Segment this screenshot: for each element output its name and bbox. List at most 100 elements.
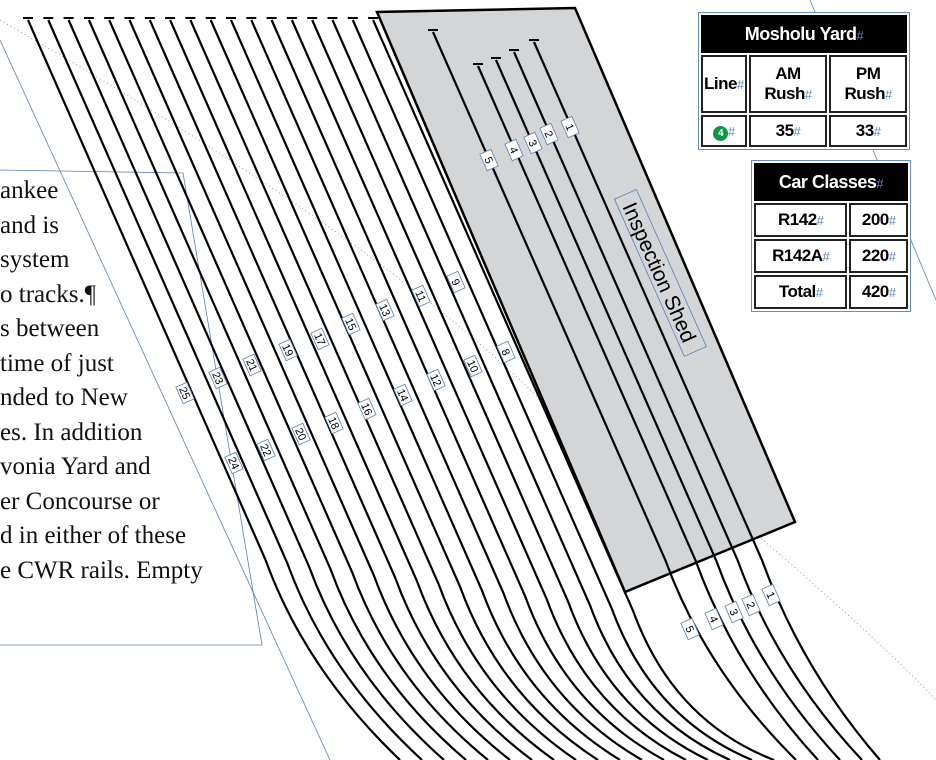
svg-text:1: 1 — [763, 590, 776, 600]
svg-text:8: 8 — [498, 347, 511, 357]
track-label-bottom: 1 — [761, 583, 781, 607]
track-line — [431, 31, 797, 760]
line-4-badge: 4 — [712, 126, 728, 141]
svg-text:13: 13 — [376, 302, 392, 318]
track-line — [229, 19, 621, 760]
track-label: 4 — [504, 138, 524, 162]
svg-text:14: 14 — [394, 387, 410, 403]
track-label: 13 — [375, 298, 395, 322]
track-label: 22 — [256, 438, 276, 462]
svg-text:4: 4 — [506, 145, 519, 155]
track-label: 12 — [426, 368, 446, 392]
track-line — [250, 19, 643, 760]
svg-text:24: 24 — [225, 455, 241, 471]
track-label: 9 — [446, 270, 466, 294]
track-line — [270, 19, 665, 760]
track-line — [532, 41, 881, 760]
cell-pm: 33# — [829, 115, 907, 147]
track-line — [311, 19, 709, 760]
text-line: vonia Yard and — [0, 453, 151, 480]
track-label-bottom: 2 — [741, 593, 761, 617]
body-text: ankee and is system o tracks.¶ s between time… — [0, 174, 203, 588]
track-label: 10 — [463, 354, 483, 378]
track-line — [290, 19, 687, 760]
header-pm-rush: PM Rush# — [829, 55, 907, 113]
text-line: o tracks.¶ — [0, 280, 97, 308]
track-label: 8 — [496, 340, 516, 364]
track-label-bottom: 5 — [680, 617, 700, 641]
text-line: nded to New — [0, 384, 128, 411]
svg-text:4: 4 — [706, 614, 719, 624]
track-label: 24 — [224, 451, 244, 475]
track-label: 25 — [175, 381, 195, 405]
svg-text:20: 20 — [292, 426, 308, 442]
track-line — [148, 19, 533, 760]
cell-am: 35# — [748, 115, 828, 147]
svg-text:5: 5 — [682, 624, 695, 634]
svg-text:3: 3 — [726, 607, 739, 617]
track-label-bottom: 3 — [724, 600, 744, 624]
text-wrap-boundary — [0, 169, 263, 646]
svg-text:1: 1 — [562, 122, 575, 132]
track-label: 5 — [479, 148, 499, 172]
svg-text:16: 16 — [358, 401, 374, 417]
svg-text:15: 15 — [342, 316, 358, 332]
header-am-rush: AM Rush# — [748, 55, 828, 113]
text-line: time of just — [0, 349, 114, 377]
guide-dotted — [739, 519, 936, 701]
header-line: Line# — [701, 55, 747, 113]
mosholu-yard-table: Mosholu Yard# Line# AM Rush# PM Rush# 4#… — [698, 12, 910, 150]
track-line — [128, 19, 511, 760]
track-label: 17 — [310, 327, 330, 351]
track-line — [494, 59, 841, 760]
text-line: e CWR rails. Empty — [0, 556, 203, 584]
text-line: s between — [0, 315, 100, 342]
track-label: 23 — [208, 366, 228, 390]
text-line: and is — [0, 211, 60, 239]
svg-text:3: 3 — [525, 138, 538, 148]
cell-line: 4# — [701, 115, 747, 147]
track-label: 19 — [278, 338, 298, 362]
track-label: 15 — [341, 312, 361, 336]
svg-text:10: 10 — [464, 358, 480, 374]
svg-text:12: 12 — [427, 372, 443, 388]
text-frame-edge — [0, 39, 331, 760]
track-line — [169, 19, 555, 760]
track-line — [47, 19, 423, 760]
track-label: 16 — [357, 397, 377, 421]
svg-text:19: 19 — [279, 342, 295, 358]
track-label: 2 — [539, 122, 559, 146]
track-label: 21 — [242, 353, 262, 377]
svg-text:22: 22 — [257, 442, 273, 458]
text-line: er Concourse or — [0, 487, 160, 515]
track-line — [476, 65, 819, 760]
track-label: 14 — [393, 383, 413, 407]
table-title: Mosholu Yard# — [701, 15, 907, 53]
track-label: 3 — [523, 131, 543, 155]
track-line — [26, 19, 401, 760]
svg-text:2: 2 — [541, 129, 554, 139]
track-line — [87, 19, 467, 760]
track-line — [331, 19, 731, 760]
track-line — [372, 19, 775, 760]
svg-text:18: 18 — [325, 415, 341, 431]
track-line — [209, 19, 599, 760]
track-label: 20 — [291, 422, 311, 446]
track-line — [67, 19, 445, 760]
svg-text:2: 2 — [743, 600, 756, 610]
text-line: ankee — [0, 177, 59, 204]
track-label: 1 — [560, 115, 580, 139]
text-line: es. In addition — [0, 418, 143, 446]
track-label-bottom: 4 — [704, 607, 724, 631]
svg-text:25: 25 — [176, 385, 192, 401]
track-line — [108, 19, 489, 760]
car-classes-table: Car Classes# R142#200# R142A#220# Total#… — [751, 160, 911, 312]
track-line — [351, 19, 753, 760]
svg-text:9: 9 — [448, 277, 461, 287]
text-line: system — [0, 246, 70, 273]
track-line — [512, 51, 863, 760]
track-label: 11 — [411, 284, 431, 308]
svg-text:11: 11 — [412, 289, 428, 304]
svg-text:23: 23 — [209, 370, 225, 386]
